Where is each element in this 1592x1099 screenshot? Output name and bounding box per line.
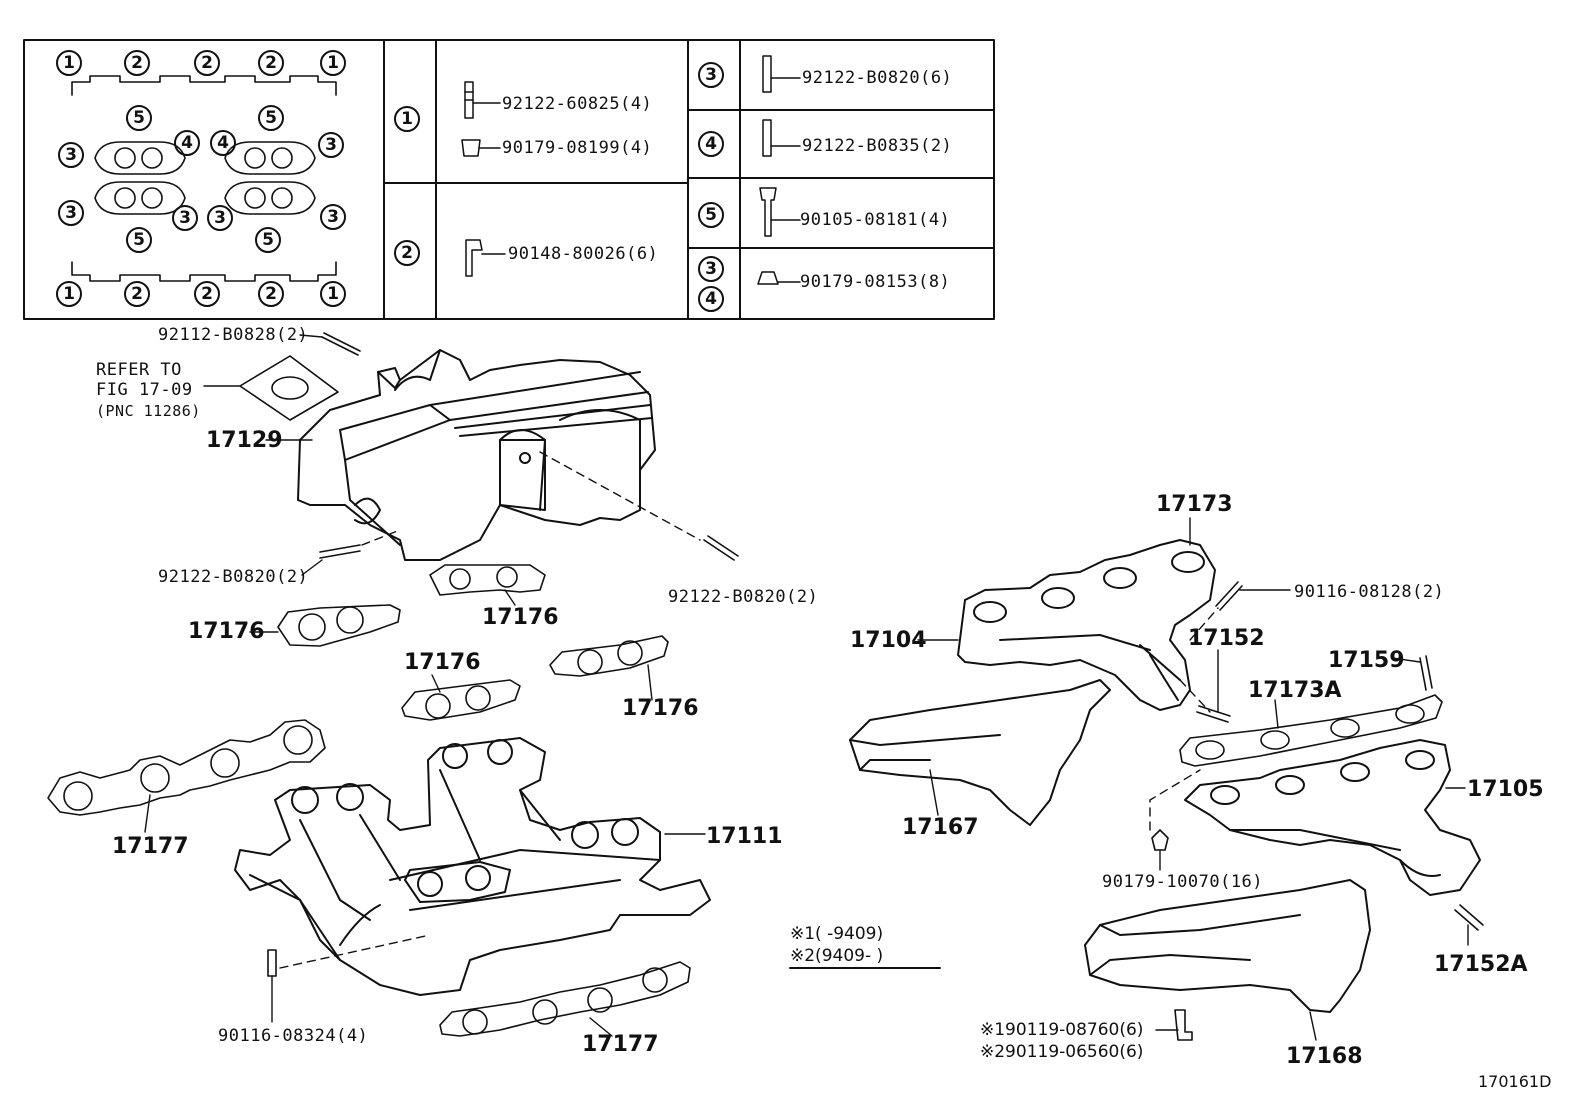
label-17104: 17104 [850, 628, 927, 653]
intake-plenum-17129 [297, 349, 656, 561]
legend-key-3b: 3 [698, 256, 724, 282]
label-17167: 17167 [902, 815, 979, 840]
label-17173: 17173 [1156, 492, 1233, 517]
label-92122-b0820-left: 92122-B0820(2) [158, 567, 309, 587]
legend-part-5: 90105-08181(4) [800, 210, 951, 230]
map-mid-11: 5 [126, 227, 152, 253]
label-17176-right: 17176 [622, 696, 699, 721]
label-17177-upper: 17177 [112, 834, 189, 859]
gasket-17176-left [277, 604, 401, 647]
label-17173a: 17173A [1248, 678, 1342, 703]
legend-part-34: 90179-08153(8) [800, 272, 951, 292]
map-mid-6: 3 [318, 132, 344, 158]
gasket-17176-mid [401, 679, 521, 721]
label-refer-to: REFER TO [96, 360, 182, 380]
bolt-note-2: ※290119-06560(6) [980, 1042, 1144, 1062]
heat-shield-17168 [1084, 879, 1371, 1013]
map-mid-8: 3 [172, 205, 198, 231]
heat-shield-17167 [849, 679, 1111, 826]
label-pnc-11286: (PNC 11286) [96, 402, 201, 420]
intake-manifold-17111 [234, 737, 711, 996]
legend-key-1: 1 [394, 106, 420, 132]
map-bot-5: 1 [320, 281, 346, 307]
map-bot-1: 1 [56, 281, 82, 307]
exhaust-manifold-17104 [957, 539, 1216, 711]
gasket-17173A [1179, 694, 1443, 767]
label-90116-08324: 90116-08324(4) [218, 1026, 369, 1046]
map-top-5: 1 [320, 50, 346, 76]
label-17159: 17159 [1328, 648, 1405, 673]
legend-part-1a: 92122-60825(4) [502, 94, 653, 114]
label-17176-left: 17176 [188, 619, 265, 644]
note-1: ※1( -9409) [790, 924, 884, 944]
legend-key-2: 2 [394, 240, 420, 266]
map-top-2: 2 [124, 50, 150, 76]
map-mid-12: 5 [255, 227, 281, 253]
dashed-leaders [279, 451, 1219, 969]
gasket-17176-top [429, 564, 546, 596]
legend-part-2: 90148-80026(6) [508, 244, 659, 264]
map-bot-3: 2 [194, 281, 220, 307]
map-top-3: 2 [194, 50, 220, 76]
legend-part-1b: 90179-08199(4) [502, 138, 653, 158]
label-17105: 17105 [1467, 777, 1544, 802]
label-92112-b0828: 92112-B0828(2) [158, 325, 309, 345]
map-mid-7: 3 [58, 200, 84, 226]
label-fig-17-09: FIG 17-09 [96, 380, 193, 400]
map-mid-1: 5 [126, 105, 152, 131]
label-92122-b0820-right: 92122-B0820(2) [668, 587, 819, 607]
map-bot-4: 2 [258, 281, 284, 307]
legend-key-4: 4 [698, 131, 724, 157]
legend-part-3: 92122-B0820(6) [802, 68, 953, 88]
studs [267, 332, 1484, 1041]
map-mid-9: 3 [207, 205, 233, 231]
map-bot-2: 2 [124, 281, 150, 307]
map-top-1: 1 [56, 50, 82, 76]
label-90179-10070: 90179-10070(16) [1102, 872, 1264, 892]
map-mid-2: 5 [258, 105, 284, 131]
label-17168: 17168 [1286, 1044, 1363, 1069]
note-2: ※2(9409- ) [790, 946, 884, 966]
legend-key-5: 5 [698, 202, 724, 228]
map-mid-10: 3 [320, 204, 346, 230]
label-17129: 17129 [206, 428, 283, 453]
bolt-note-1: ※190119-08760(6) [980, 1020, 1144, 1040]
label-17176-top: 17176 [482, 605, 559, 630]
exhaust-manifold-17105 [1184, 739, 1481, 896]
logo-plate [239, 355, 339, 421]
gasket-map [71, 75, 337, 282]
map-mid-5: 4 [210, 130, 236, 156]
map-top-4: 2 [258, 50, 284, 76]
figure-code: 170161D [1478, 1072, 1552, 1091]
label-17176-mid: 17176 [404, 650, 481, 675]
map-mid-4: 4 [174, 130, 200, 156]
label-17177-lower: 17177 [582, 1032, 659, 1057]
legend-key-4b: 4 [698, 286, 724, 312]
label-90116-08128: 90116-08128(2) [1294, 582, 1445, 602]
label-17152: 17152 [1188, 626, 1265, 651]
gasket-17176-right [549, 635, 669, 677]
gasket-17177-upper [47, 719, 326, 816]
legend-key-3: 3 [698, 62, 724, 88]
legend-part-4: 92122-B0835(2) [802, 136, 953, 156]
legend-icons [461, 55, 801, 285]
map-mid-3: 3 [58, 142, 84, 168]
legend-table [23, 39, 995, 320]
label-17111: 17111 [706, 824, 783, 849]
label-17152a: 17152A [1434, 952, 1528, 977]
gasket-17177-lower [439, 961, 691, 1037]
leader-lines [144, 334, 1469, 1041]
